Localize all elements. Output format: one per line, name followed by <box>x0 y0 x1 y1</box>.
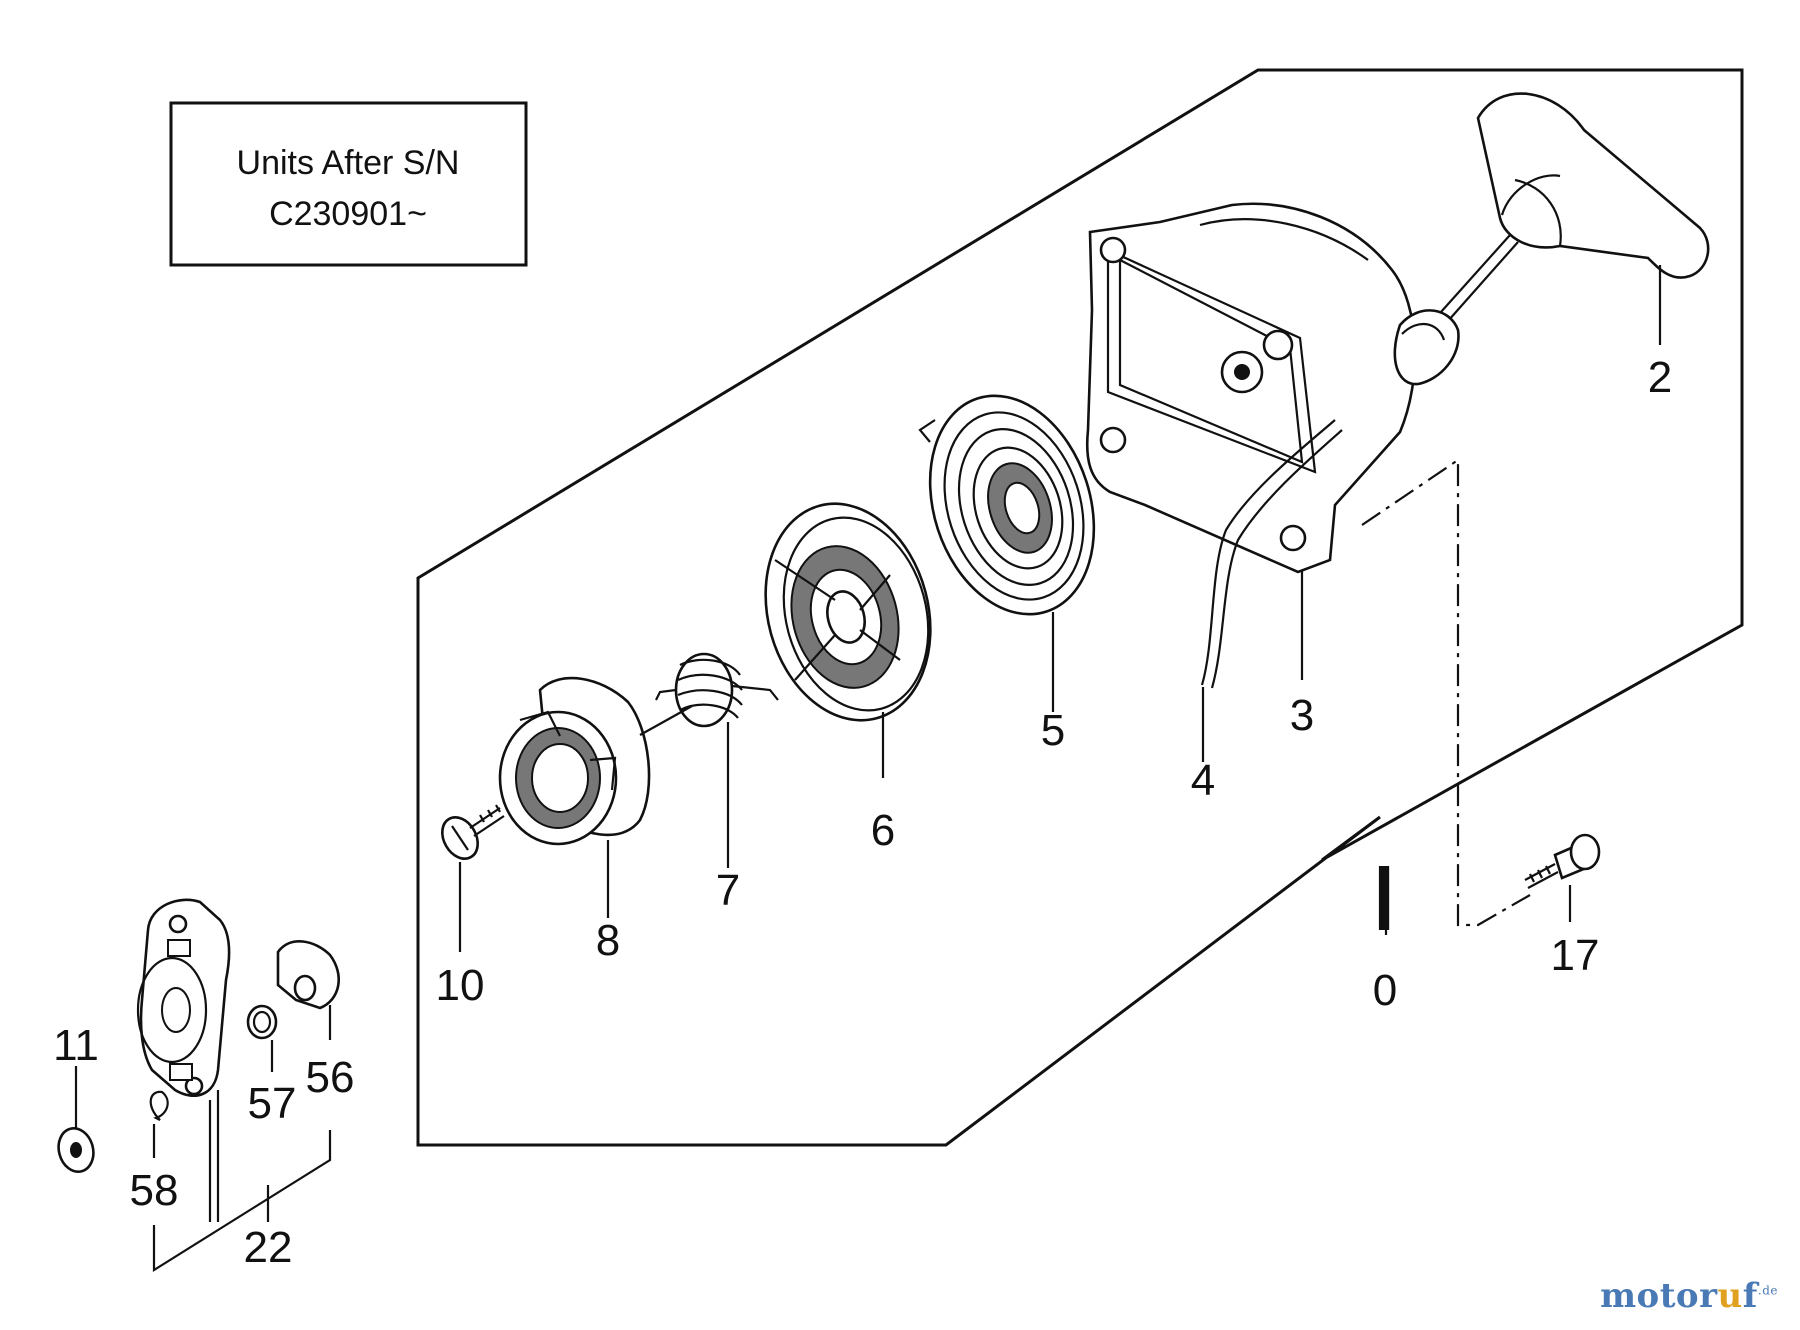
watermark-tld: .de <box>1757 1283 1778 1298</box>
label-part-57: 57 <box>248 1079 297 1128</box>
watermark-logo: motoruf.de <box>1600 1276 1778 1316</box>
pawl-plate <box>136 898 231 1097</box>
bolt-17 <box>1524 833 1601 889</box>
watermark-accent: u <box>1717 1276 1743 1316</box>
label-part-7: 7 <box>716 866 740 915</box>
recoil-spring <box>918 394 1096 616</box>
label-part-56: 56 <box>306 1053 355 1102</box>
watermark-suffix: f <box>1742 1276 1758 1316</box>
starter-handle <box>1476 92 1710 279</box>
screw-10 <box>441 804 505 860</box>
label-part-11: 11 <box>53 1021 99 1070</box>
e-ring-58 <box>149 1090 169 1121</box>
label-part-8: 8 <box>596 916 620 965</box>
pawl-56 <box>276 940 340 1010</box>
leader-lines <box>74 265 1662 1272</box>
serial-note: Units After S/N C230901~ <box>169 101 528 267</box>
label-part-6: 6 <box>871 806 895 855</box>
serial-note-line1: Units After S/N <box>237 144 460 182</box>
starter-housing <box>1085 202 1460 574</box>
label-part-10: 10 <box>436 961 485 1010</box>
label-part-4: 4 <box>1191 756 1215 805</box>
serial-note-line2: C230901~ <box>269 195 427 233</box>
bolt-guide-line <box>1361 457 1531 927</box>
ratchet <box>498 676 693 846</box>
rope-pulley <box>764 502 932 722</box>
label-part-17: 17 <box>1551 931 1600 980</box>
washer-11 <box>57 1126 95 1174</box>
spring-57 <box>246 1004 278 1040</box>
label-part-5: 5 <box>1041 706 1065 755</box>
label-part-22: 22 <box>244 1223 293 1272</box>
label-part-58: 58 <box>130 1166 179 1215</box>
part-labels: 2 3 4 5 6 7 8 10 0 17 11 58 57 56 22 <box>53 353 1672 1272</box>
assembly-outline <box>416 68 1744 1147</box>
watermark-prefix: motor <box>1600 1276 1718 1316</box>
label-part-2: 2 <box>1648 353 1672 402</box>
starter-rope <box>1200 419 1336 686</box>
label-part-0: 0 <box>1373 966 1397 1015</box>
label-part-3: 3 <box>1290 691 1314 740</box>
handle-rope <box>1431 234 1511 323</box>
